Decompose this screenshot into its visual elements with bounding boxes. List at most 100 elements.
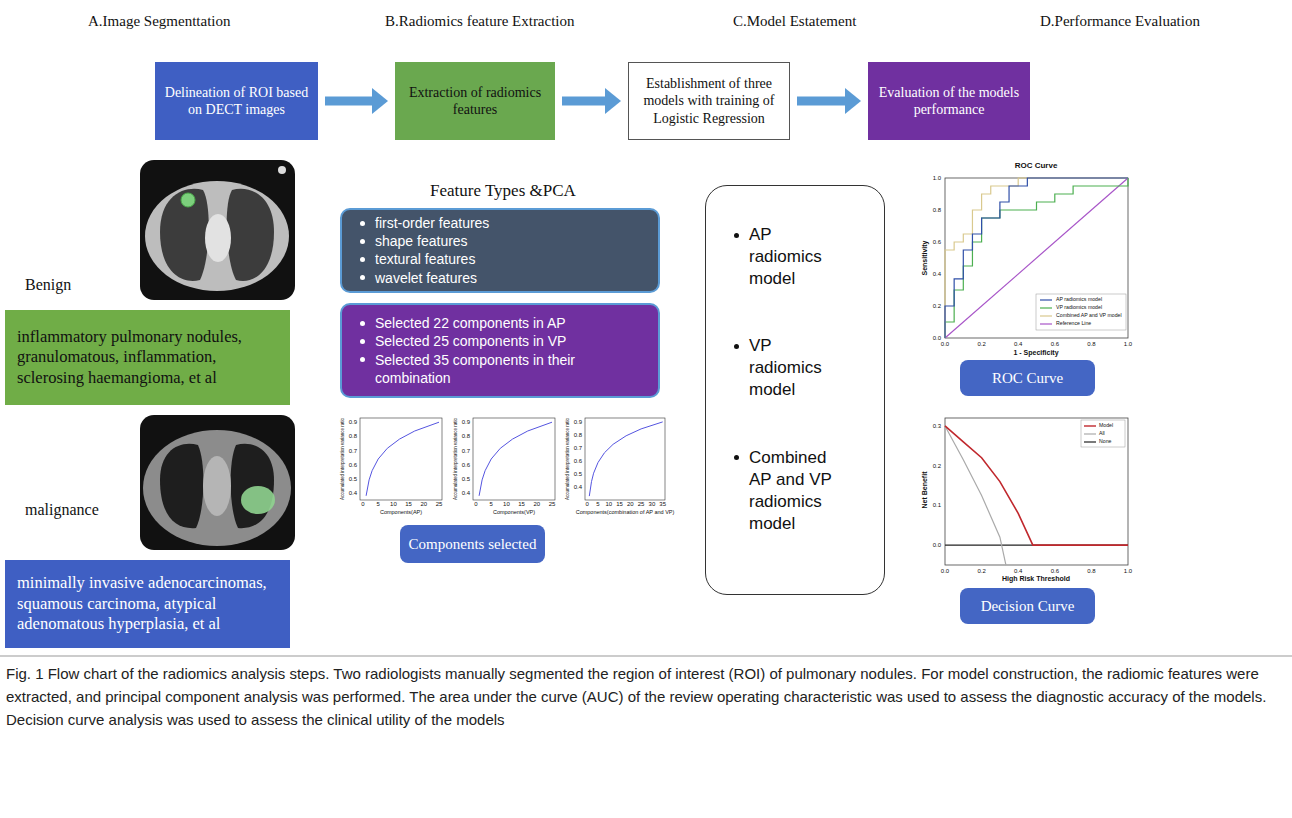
legend-text: Reference Line xyxy=(1056,320,1091,326)
box-text: Establishment of three models with train… xyxy=(637,75,781,128)
model-list-box: AP radiomics model VP radiomics modelComb… xyxy=(705,185,885,595)
axis-title: Net Benefit xyxy=(921,472,929,509)
axis-title: Components(VP) xyxy=(493,509,535,515)
tick-label: 15 xyxy=(616,501,623,508)
tick-label: 0.5 xyxy=(462,476,470,483)
tick-label: 0.4 xyxy=(574,484,582,491)
tick-label: 0.0 xyxy=(941,568,949,575)
box-text: minimally invasive adenocarcinomas, squa… xyxy=(17,573,278,635)
tick-label: 0.5 xyxy=(349,476,357,483)
box-text: Components selected xyxy=(409,535,537,554)
tick-label: 20 xyxy=(533,501,540,508)
caption-box: Decision Curve xyxy=(960,588,1095,624)
figure-caption: Fig. 1 Flow chart of the radiomics analy… xyxy=(6,662,1286,731)
tick-label: 35 xyxy=(659,501,666,508)
process-box: Evaluation of the models performance xyxy=(868,62,1030,140)
tick-label: 0.6 xyxy=(1051,568,1059,575)
axis-title: Components(combination of AP and VP) xyxy=(576,509,675,515)
bullet-dot xyxy=(734,233,739,238)
tick-label: 0.0 xyxy=(941,341,949,348)
axis-title: Components(AP) xyxy=(380,509,422,515)
process-box: Delineation of ROI based on DECT images xyxy=(155,62,318,140)
tick-label: 0.2 xyxy=(933,462,941,469)
category-box: inflammatory pulmonary nodules, granulom… xyxy=(5,310,290,405)
tick-label: 10 xyxy=(390,501,397,508)
tick-label: 20 xyxy=(627,501,634,508)
legend-text: Combined AP and VP model xyxy=(1056,312,1122,318)
bullet-item: VP radiomics model xyxy=(734,335,874,401)
tick-label: 0.6 xyxy=(349,461,357,468)
tick-label: 0.4 xyxy=(349,490,357,497)
tick-label: 25 xyxy=(436,501,443,508)
axis-title: Accumulated interpretation variance rati… xyxy=(341,418,346,500)
tick-label: 1.0 xyxy=(933,175,941,182)
tick-label: 0.7 xyxy=(462,447,470,454)
tick-label: 0.0 xyxy=(933,335,941,342)
tick-label: 0.2 xyxy=(933,303,941,310)
tick-label: 0.6 xyxy=(933,239,941,246)
column-heading: A.Image Segmenttation xyxy=(88,13,230,30)
tick-label: 0 xyxy=(361,501,364,508)
tick-label: 0.2 xyxy=(977,568,985,575)
box-text: Delineation of ROI based on DECT images xyxy=(163,84,310,119)
tick-label: 0.0 xyxy=(933,542,941,549)
bullet-dot xyxy=(734,344,739,349)
tick-label: 0.7 xyxy=(349,447,357,454)
decision-curve-chart xyxy=(945,418,1128,565)
ct-image-benign xyxy=(140,160,295,300)
bullet-text: Selected 22 components in AP xyxy=(375,314,566,332)
bullet-dot xyxy=(360,221,365,226)
class-label: malignance xyxy=(25,501,99,519)
bullet-item: Selected 25 components in VP xyxy=(360,332,640,350)
tick-label: 10 xyxy=(605,501,612,508)
bullet-item: Selected 22 components in AP xyxy=(360,314,640,332)
tick-label: 30 xyxy=(649,501,656,508)
caption-rule xyxy=(0,656,1292,657)
box-text: Evaluation of the models performance xyxy=(876,84,1022,119)
legend-entry: Combined AP and VP model xyxy=(1056,313,1122,319)
tick-label: 20 xyxy=(420,501,427,508)
legend-entry: VP radiomics model xyxy=(1056,305,1102,311)
class-label: Benign xyxy=(25,276,71,294)
tick-label: 0.4 xyxy=(462,490,470,497)
variance-chart xyxy=(360,418,442,500)
tick-label: 15 xyxy=(405,501,412,508)
tick-label: 0 xyxy=(586,501,589,508)
flow-arrow xyxy=(562,97,605,106)
bullet-item: Combined AP and VP radiomics model xyxy=(734,447,874,535)
tick-label: 0.4 xyxy=(1014,568,1022,575)
axis-title: High Risk Threshold xyxy=(1002,575,1070,583)
chart-title: ROC Curve xyxy=(1015,162,1058,171)
legend-text: AP radiomics model xyxy=(1056,296,1102,302)
legend-text: VP radiomics model xyxy=(1056,304,1102,310)
tick-label: 0.8 xyxy=(1087,568,1095,575)
legend-entry: None xyxy=(1099,439,1111,445)
tick-label: 0.6 xyxy=(462,461,470,468)
tick-label: 5 xyxy=(596,501,599,508)
bullet-text: VP radiomics model xyxy=(749,335,841,401)
component-list-box: Selected 22 components in APSelected 25 … xyxy=(340,303,660,398)
tick-label: 1.0 xyxy=(1124,341,1132,348)
tick-label: 0.8 xyxy=(349,433,357,440)
axis-title: 1 - Specificity xyxy=(1013,349,1058,357)
bullet-dot xyxy=(360,357,365,362)
roc-chart xyxy=(945,178,1128,338)
bullet-text: AP radiomics model xyxy=(749,224,841,290)
axis-title: Sensitivity xyxy=(921,240,929,275)
bullet-item: shape features xyxy=(360,232,640,250)
legend-entry: Reference Line xyxy=(1056,321,1091,327)
bullet-text: Combined AP and VP radiomics model xyxy=(749,447,841,535)
axis-title: Accumulated interpretation variance rati… xyxy=(454,418,459,500)
bullet-text: wavelet features xyxy=(375,269,477,287)
tick-label: 5 xyxy=(490,501,493,508)
tick-label: 0.7 xyxy=(574,445,582,452)
legend-entry: Model xyxy=(1099,423,1113,429)
bullet-text: shape features xyxy=(375,232,468,250)
tick-label: 0.8 xyxy=(1087,341,1095,348)
tick-label: 0.6 xyxy=(1051,341,1059,348)
bullet-item: Selected 35 components in their combinat… xyxy=(360,351,640,387)
bullet-text: textural features xyxy=(375,250,475,268)
tick-label: 0.3 xyxy=(933,423,941,430)
tick-label: 0.4 xyxy=(933,271,941,278)
